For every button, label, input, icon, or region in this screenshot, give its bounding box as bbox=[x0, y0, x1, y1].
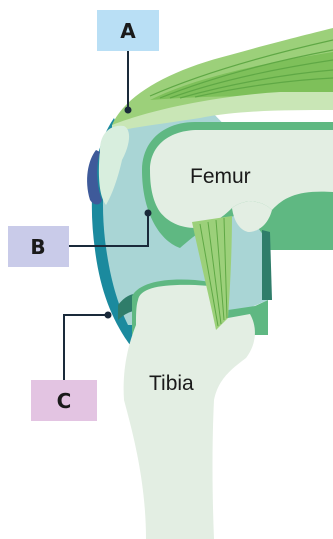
tibia bbox=[124, 285, 255, 539]
label-c-marker bbox=[105, 312, 112, 319]
label-a-text: A bbox=[120, 19, 136, 43]
tibia-label: Tibia bbox=[149, 372, 194, 395]
label-b-text: B bbox=[30, 235, 45, 259]
label-c-leader bbox=[64, 315, 108, 380]
femur-label: Femur bbox=[190, 165, 251, 188]
label-a-marker bbox=[125, 107, 132, 114]
label-b-marker bbox=[145, 210, 152, 217]
label-c-text: C bbox=[57, 389, 72, 413]
